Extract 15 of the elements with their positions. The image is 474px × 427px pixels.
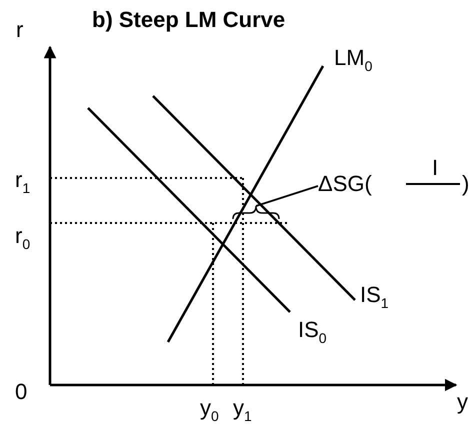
axis-label: y$_{1}$ (233, 396, 252, 420)
axis-label: 0 (15, 380, 28, 404)
formula-text: ) (462, 172, 470, 196)
fraction-numerator: I (432, 156, 438, 180)
axis-label: LM$_{0}$ (334, 46, 372, 70)
leader-line (256, 185, 318, 207)
axis-label: y (457, 390, 468, 414)
axis-label: r$_{0}$ (15, 224, 30, 248)
axis-label: y$_{0}$ (200, 396, 219, 420)
axis-label: r (16, 18, 24, 42)
axis-label: IS$_{1}$ (360, 283, 389, 307)
chart-title: b) Steep LM Curve (92, 8, 286, 32)
formula-text: ΔSG( (318, 172, 372, 196)
axis-label: IS$_{0}$ (298, 318, 327, 342)
axis-label: r$_{1}$ (15, 168, 30, 192)
